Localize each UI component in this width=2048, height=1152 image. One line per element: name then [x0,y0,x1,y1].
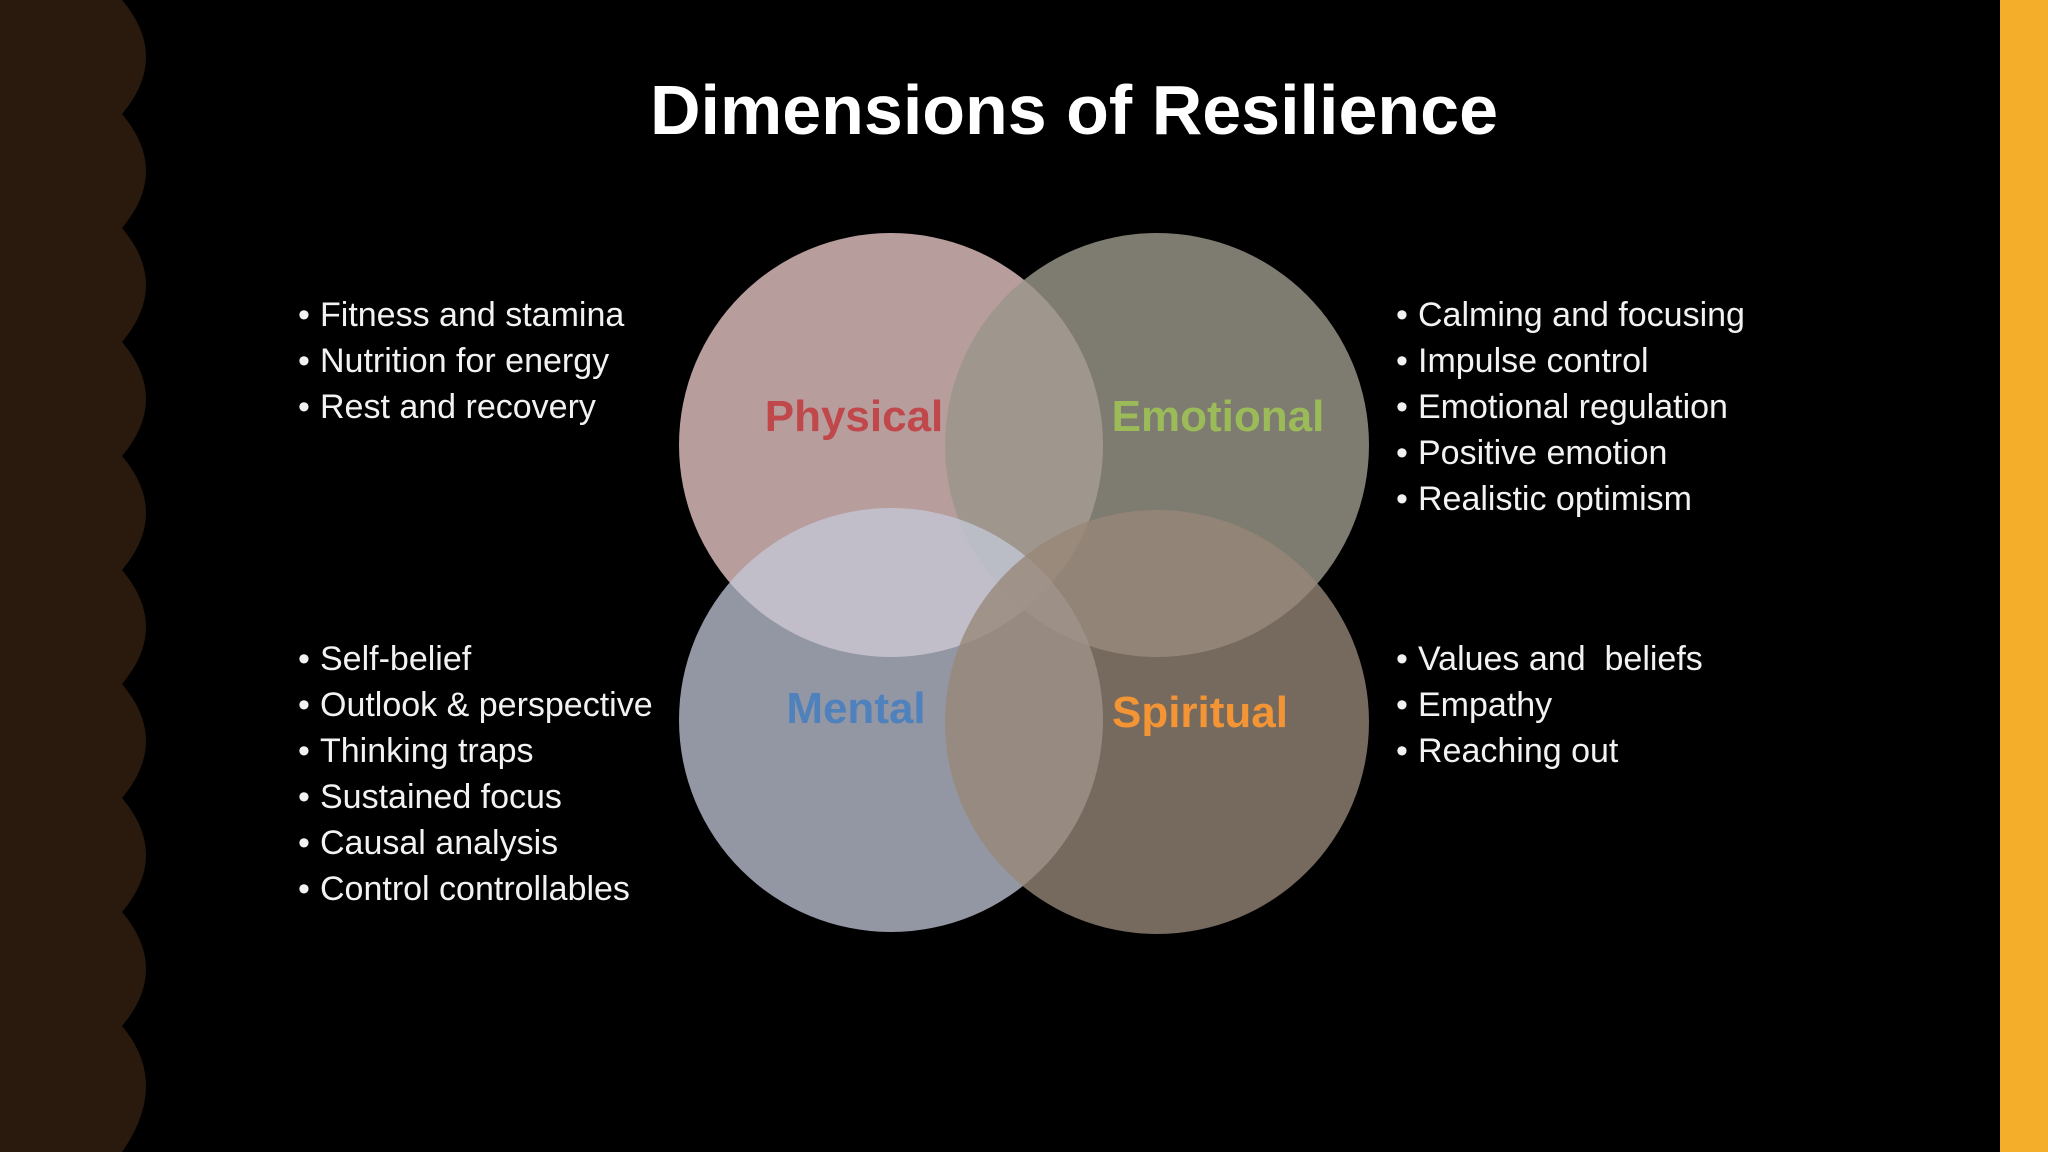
list-item: Empathy [1396,682,1703,728]
accent-stripe [2000,0,2048,1152]
list-item: Control controllables [298,866,653,912]
list-item: Calming and focusing [1396,292,1745,338]
mental-label: Mental [786,684,926,733]
slide-title: Dimensions of Resilience [649,71,1499,149]
wavy-left-border [0,0,146,1152]
list-item: Causal analysis [298,820,653,866]
list-item: Nutrition for energy [298,338,624,384]
emotional-label: Emotional [1111,392,1325,441]
list-item: Sustained focus [298,774,653,820]
physical-label: Physical [764,392,944,441]
list-item: Outlook & perspective [298,682,653,728]
wavy-border-shape [0,0,146,1152]
list-item: Emotional regulation [1396,384,1745,430]
emotional-list: Calming and focusing Impulse control Emo… [1396,292,1745,522]
physical-list: Fitness and stamina Nutrition for energy… [298,292,624,430]
list-item: Impulse control [1396,338,1745,384]
list-item: Values and beliefs [1396,636,1703,682]
list-item: Thinking traps [298,728,653,774]
list-item: Reaching out [1396,728,1703,774]
list-item: Fitness and stamina [298,292,624,338]
list-item: Rest and recovery [298,384,624,430]
list-item: Realistic optimism [1396,476,1745,522]
spiritual-list: Values and beliefs Empathy Reaching out [1396,636,1703,774]
spiritual-circle [945,510,1369,934]
mental-list: Self-belief Outlook & perspective Thinki… [298,636,653,912]
list-item: Self-belief [298,636,653,682]
list-item: Positive emotion [1396,430,1745,476]
spiritual-label: Spiritual [1111,688,1289,737]
